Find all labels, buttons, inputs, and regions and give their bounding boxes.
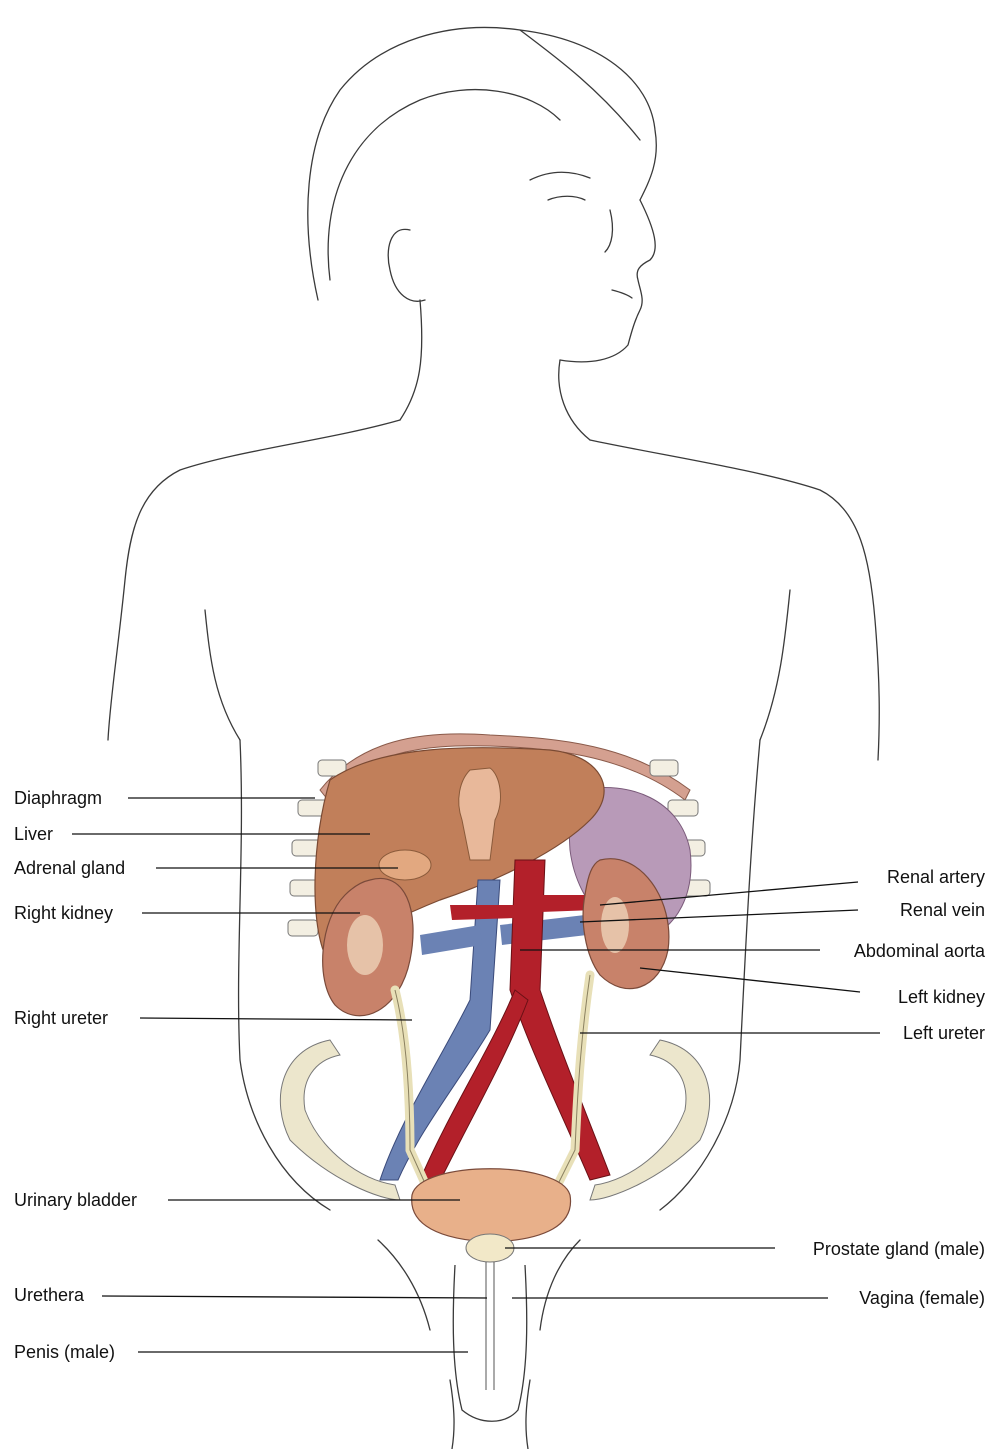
urinary-bladder	[412, 1169, 571, 1242]
leader-right-ureter	[140, 1018, 412, 1020]
label-prostate: Prostate gland (male)	[813, 1239, 985, 1259]
adrenal-gland	[379, 850, 431, 880]
label-urethera: Urethera	[14, 1285, 85, 1305]
urethra	[486, 1262, 494, 1390]
penis	[453, 1265, 526, 1421]
label-urinary-bladder: Urinary bladder	[14, 1190, 137, 1210]
leader-left-kidney	[640, 968, 860, 992]
label-adrenal-gland: Adrenal gland	[14, 858, 125, 878]
leader-urethera	[102, 1296, 487, 1298]
label-penis: Penis (male)	[14, 1342, 115, 1362]
label-renal-vein: Renal vein	[900, 900, 985, 920]
label-right-ureter: Right ureter	[14, 1008, 108, 1028]
label-vagina: Vagina (female)	[859, 1288, 985, 1308]
label-right-kidney: Right kidney	[14, 903, 113, 923]
label-diaphragm: Diaphragm	[14, 788, 102, 808]
label-left-ureter: Left ureter	[903, 1023, 985, 1043]
organs	[280, 734, 710, 1421]
label-left-kidney: Left kidney	[898, 987, 985, 1007]
label-liver: Liver	[14, 824, 53, 844]
label-renal-artery: Renal artery	[887, 867, 985, 887]
label-abdominal-aorta: Abdominal aorta	[854, 941, 986, 961]
